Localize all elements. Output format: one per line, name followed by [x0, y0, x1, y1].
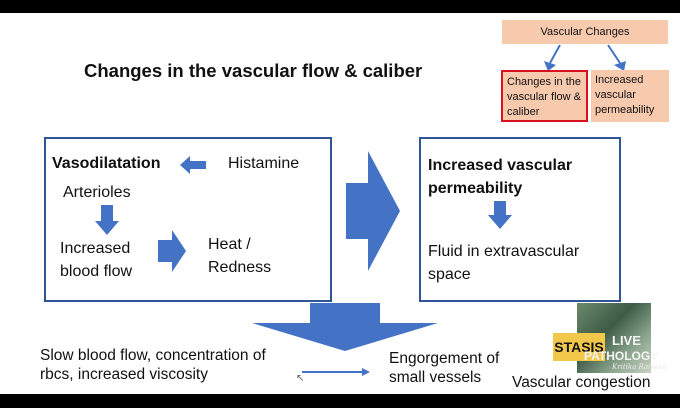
- heat-redness-label: Heat / Redness: [208, 236, 272, 276]
- histamine-label: Histamine: [228, 155, 300, 172]
- increased-permeability-heading: Increased vascular permeability: [428, 157, 573, 197]
- big-right-arrow-icon: [346, 151, 400, 271]
- permeability-panel: [419, 137, 621, 302]
- increased-blood-flow-label: Increased blood flow: [60, 240, 133, 280]
- slide-title: Changes in the vascular flow & caliber: [84, 60, 423, 81]
- thumbnail-logo-subtext: PATHOLOGY: [584, 349, 659, 363]
- big-down-arrow-icon: [252, 303, 438, 351]
- thin-right-arrow-icon: [302, 368, 370, 376]
- thumbnail-logo-text: LIVE: [612, 333, 641, 348]
- mouse-cursor-icon: ↖: [296, 373, 305, 384]
- thumbnail-signature: Kritika Ramesh: [612, 363, 667, 371]
- vasodilatation-label: Vasodilatation: [52, 155, 161, 172]
- vascular-congestion-text: Vascular congestion: [512, 374, 651, 391]
- engorgement-text: Engorgement of small vessels: [389, 350, 500, 386]
- vascular-flow-caliber-box: Changes in the vascular flow & caliber: [501, 70, 588, 122]
- presentation-slide: Changes in the vascular flow & caliber V…: [0, 13, 680, 394]
- right-arrow-icon: [158, 230, 186, 272]
- vascular-changes-arrows: [544, 44, 626, 71]
- stasis-label: STASIS: [553, 333, 605, 361]
- down-arrow-icon: [488, 201, 512, 229]
- arterioles-label: Arterioles: [63, 184, 131, 201]
- histamine-arrow-icon: [180, 156, 206, 174]
- vascular-changes-heading: Vascular Changes: [502, 20, 668, 44]
- fluid-extravascular-label: Fluid in extravascular space: [428, 243, 580, 283]
- down-arrow-icon: [95, 205, 119, 235]
- vascular-permeability-box: Increased vascular permeability: [591, 70, 669, 122]
- slow-blood-flow-text: Slow blood flow, concentration of rbcs, …: [40, 347, 266, 383]
